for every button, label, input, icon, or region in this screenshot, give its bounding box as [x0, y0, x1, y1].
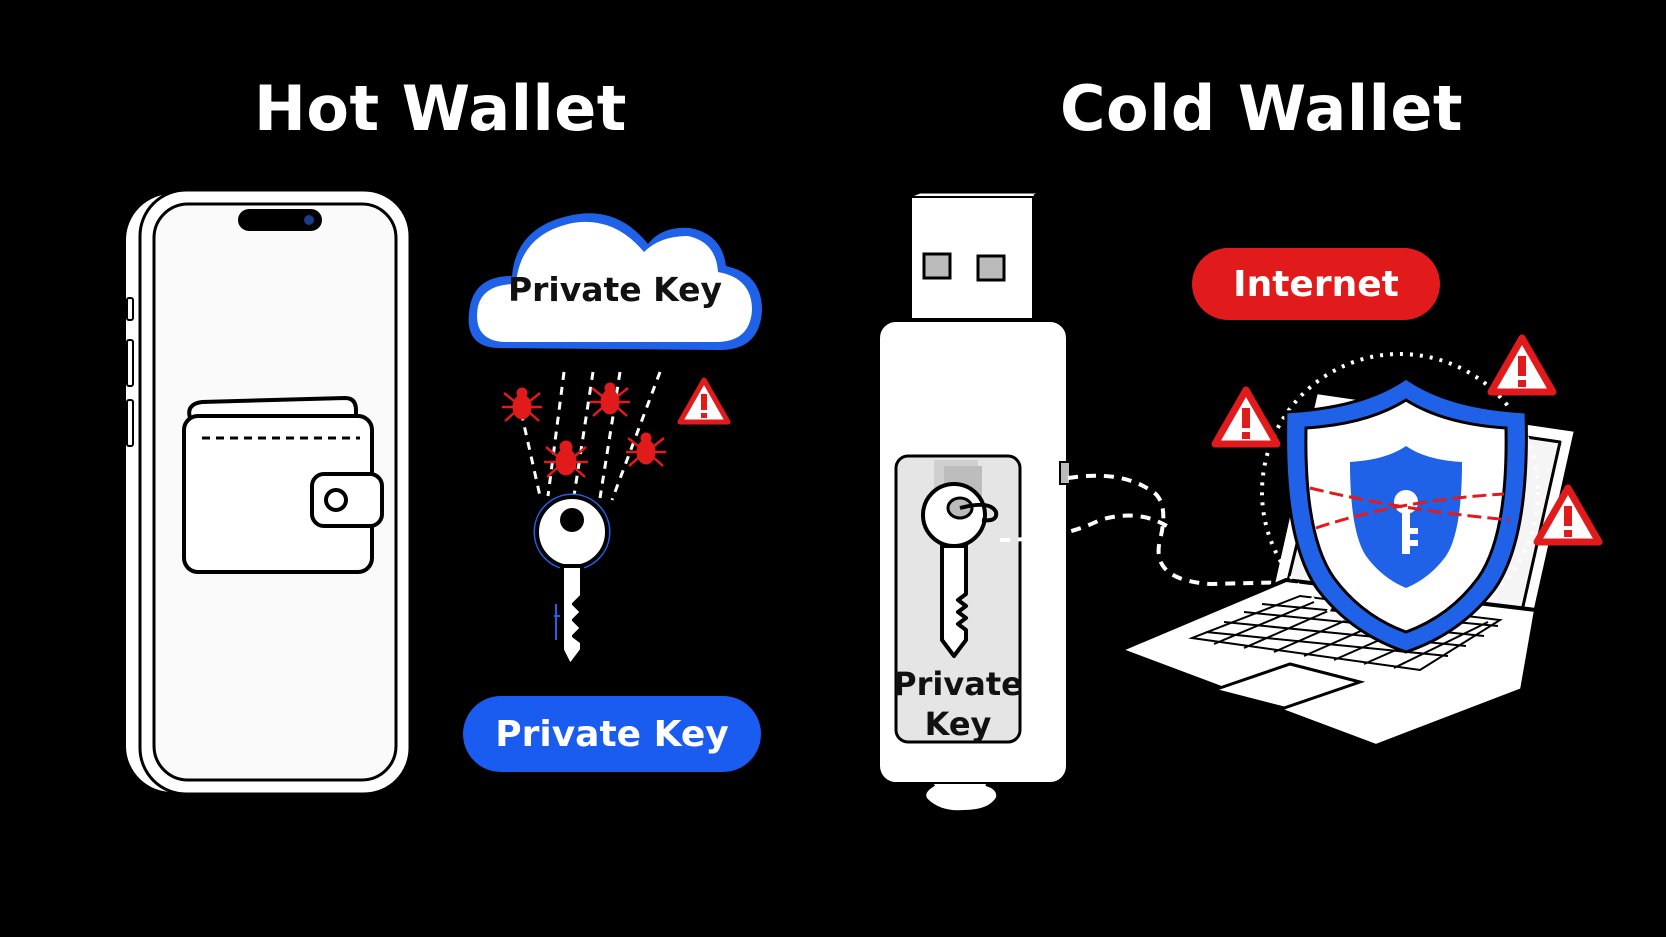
- bug-icon: [502, 387, 542, 422]
- usb-label-line1: Private: [893, 665, 1023, 703]
- usb-drive-icon: [876, 190, 1071, 815]
- cloud-to-key-dashed-links: [516, 371, 662, 501]
- bug-icon: [544, 440, 588, 478]
- protection-ring: [1260, 352, 1540, 632]
- usb-private-key-label: Private Key: [893, 665, 1023, 743]
- usb-label-line2: Key: [924, 705, 992, 743]
- warning-icon: [1211, 386, 1281, 448]
- warning-icon: [677, 377, 731, 425]
- usb-to-laptop-dashed-cable: [999, 473, 1297, 587]
- cloud-private-key-label: Private Key: [507, 270, 723, 309]
- cold-wallet-title: Cold Wallet: [1060, 72, 1464, 145]
- usb-key-icon: [921, 482, 999, 658]
- warning-icon: [1487, 334, 1557, 396]
- key-icon: [533, 493, 611, 668]
- bug-icon: [590, 382, 630, 417]
- blocked-connection-lines: [1309, 486, 1511, 530]
- hot-wallet-title: Hot Wallet: [254, 72, 627, 145]
- wallet-icon: [182, 395, 384, 574]
- bug-icon: [626, 432, 666, 467]
- cloud-label-text: Private Key: [507, 270, 723, 309]
- warning-icon: [1533, 484, 1603, 546]
- private-key-badge: Private Key: [463, 696, 761, 772]
- cloud-icon: [468, 213, 762, 350]
- malware-bug-icons: [502, 382, 666, 478]
- internet-badge: Internet: [1192, 248, 1440, 320]
- shield-icon: [1284, 376, 1528, 654]
